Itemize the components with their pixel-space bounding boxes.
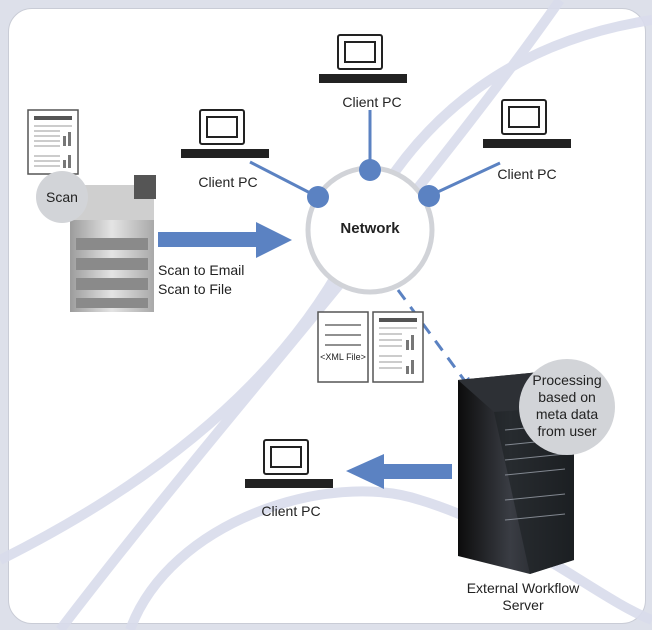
server-label: External Workflow Server [448,580,598,614]
server-line-2: Server [502,597,544,613]
spoke-right [428,161,501,198]
xml-file-icon [317,311,369,383]
client-pc-left-icon [181,109,269,158]
processing-badge [519,359,615,455]
scanned-document-icon [27,109,79,175]
scan-badge-label: Scan [46,189,78,205]
scan-badge [36,171,88,223]
client-pc-top-label: Client PC [342,94,402,110]
node-right [418,185,440,207]
scan-to-email-label: Scan to Email [158,262,245,278]
processing-line-3: meta data [535,406,599,422]
network-hub [249,110,501,295]
spoke-left [249,160,319,199]
scan-arrow [158,222,292,258]
processing-line-1: Processing [532,372,602,388]
server-to-client-arrow [346,454,452,489]
node-left [307,186,329,208]
xml-document-icon [372,311,424,383]
client-pc-bottom-icon [245,439,333,488]
processing-label: Processing based on meta data from user [519,372,615,440]
processing-line-4: from user [537,423,597,439]
scan-to-file-label: Scan to File [158,281,232,297]
client-pc-right-label: Client PC [497,166,557,182]
client-pc-top-icon [319,34,407,83]
processing-line-2: based on [538,389,596,405]
xml-file-label: <XML File> [320,352,366,362]
client-pc-right-icon [483,99,571,148]
network-label: Network [340,220,400,237]
node-top [359,159,381,181]
server-line-1: External Workflow [466,580,580,596]
client-pc-left-label: Client PC [198,174,258,190]
client-pc-bottom-label: Client PC [261,503,321,519]
